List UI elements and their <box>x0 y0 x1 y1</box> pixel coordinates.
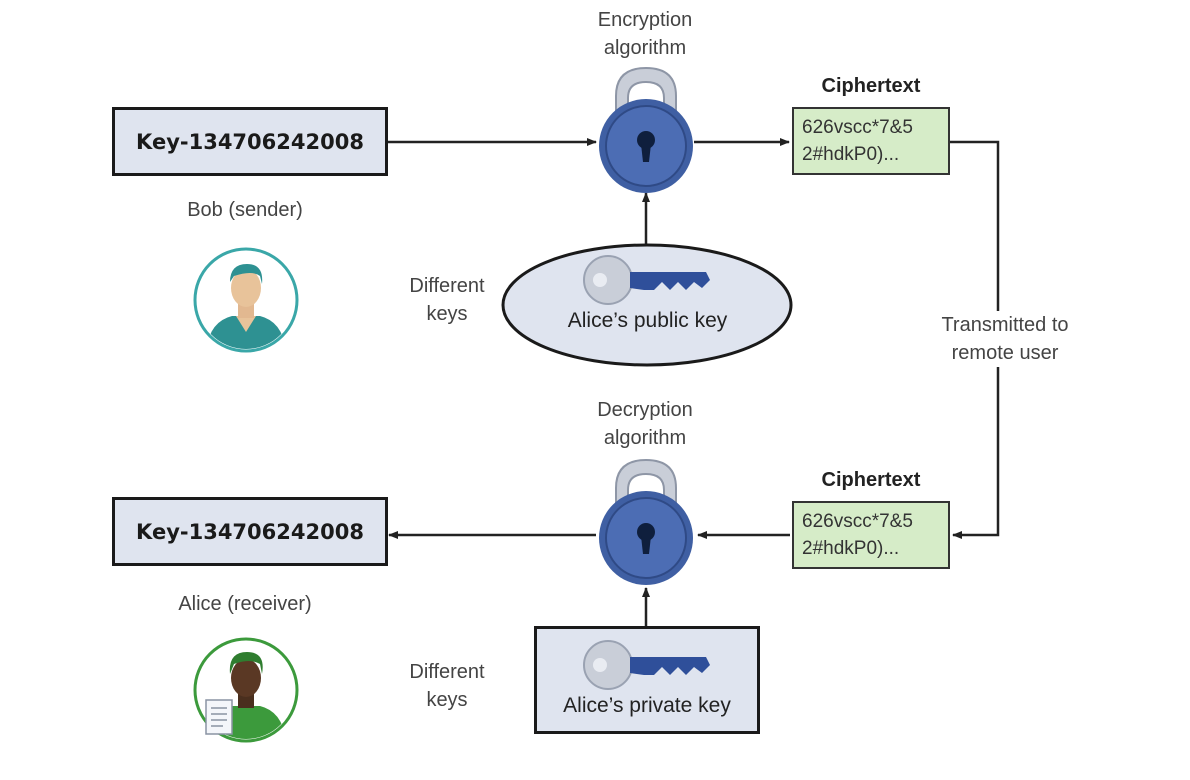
ciphertext-top-line2: 2#hdkP0)... <box>802 144 900 165</box>
encryption-algorithm-label: Encryption algorithm <box>560 6 730 62</box>
decryption-algorithm-label: Decryption algorithm <box>560 396 730 452</box>
transmitted-label: Transmitted to remote user <box>920 311 1090 367</box>
different-keys-bottom-line1: Different <box>409 661 485 683</box>
document-icon <box>205 699 233 735</box>
decryption-label-line2: algorithm <box>603 427 687 449</box>
public-key-icon <box>583 255 710 305</box>
private-key-box <box>534 626 760 734</box>
alice-avatar-icon <box>193 637 299 743</box>
public-key-label: Alice’s public key <box>567 309 728 332</box>
transmitted-line2: remote user <box>951 342 1059 364</box>
sender-label: Bob (sender) <box>187 199 303 221</box>
different-keys-label-bottom: Different keys <box>392 658 502 714</box>
ciphertext-top-line1: 626vscc*7&5 <box>802 117 913 138</box>
different-keys-label-top: Different keys <box>392 272 502 328</box>
different-keys-top-line2: keys <box>426 303 468 325</box>
private-key-icon <box>583 640 710 690</box>
ciphertext-bottom-line2: 2#hdkP0)... <box>802 538 900 559</box>
receiver-label: Alice (receiver) <box>178 593 312 615</box>
encryption-label-line1: Encryption <box>597 9 693 31</box>
ciphertext-title-bottom: Ciphertext <box>821 469 921 491</box>
public-key-ellipse <box>501 243 793 367</box>
different-keys-top-line1: Different <box>409 275 485 297</box>
plaintext-box-bottom: Key-134706242008 <box>112 497 388 566</box>
ciphertext-title-top: Ciphertext <box>821 75 921 97</box>
bob-avatar-icon <box>193 247 299 353</box>
encryption-label-line2: algorithm <box>603 37 687 59</box>
decryption-padlock-icon <box>599 458 693 585</box>
encryption-padlock-icon <box>599 66 693 193</box>
plaintext-box-top: Key-134706242008 <box>112 107 388 176</box>
decryption-label-line1: Decryption <box>597 399 693 421</box>
different-keys-bottom-line2: keys <box>426 689 468 711</box>
transmitted-line1: Transmitted to <box>941 314 1069 336</box>
ciphertext-bottom-line1: 626vscc*7&5 <box>802 511 913 532</box>
ciphertext-box-top: 626vscc*7&5 2#hdkP0)... <box>792 107 950 175</box>
ciphertext-box-bottom: 626vscc*7&5 2#hdkP0)... <box>792 501 950 569</box>
private-key-label: Alice’s private key <box>563 694 731 717</box>
